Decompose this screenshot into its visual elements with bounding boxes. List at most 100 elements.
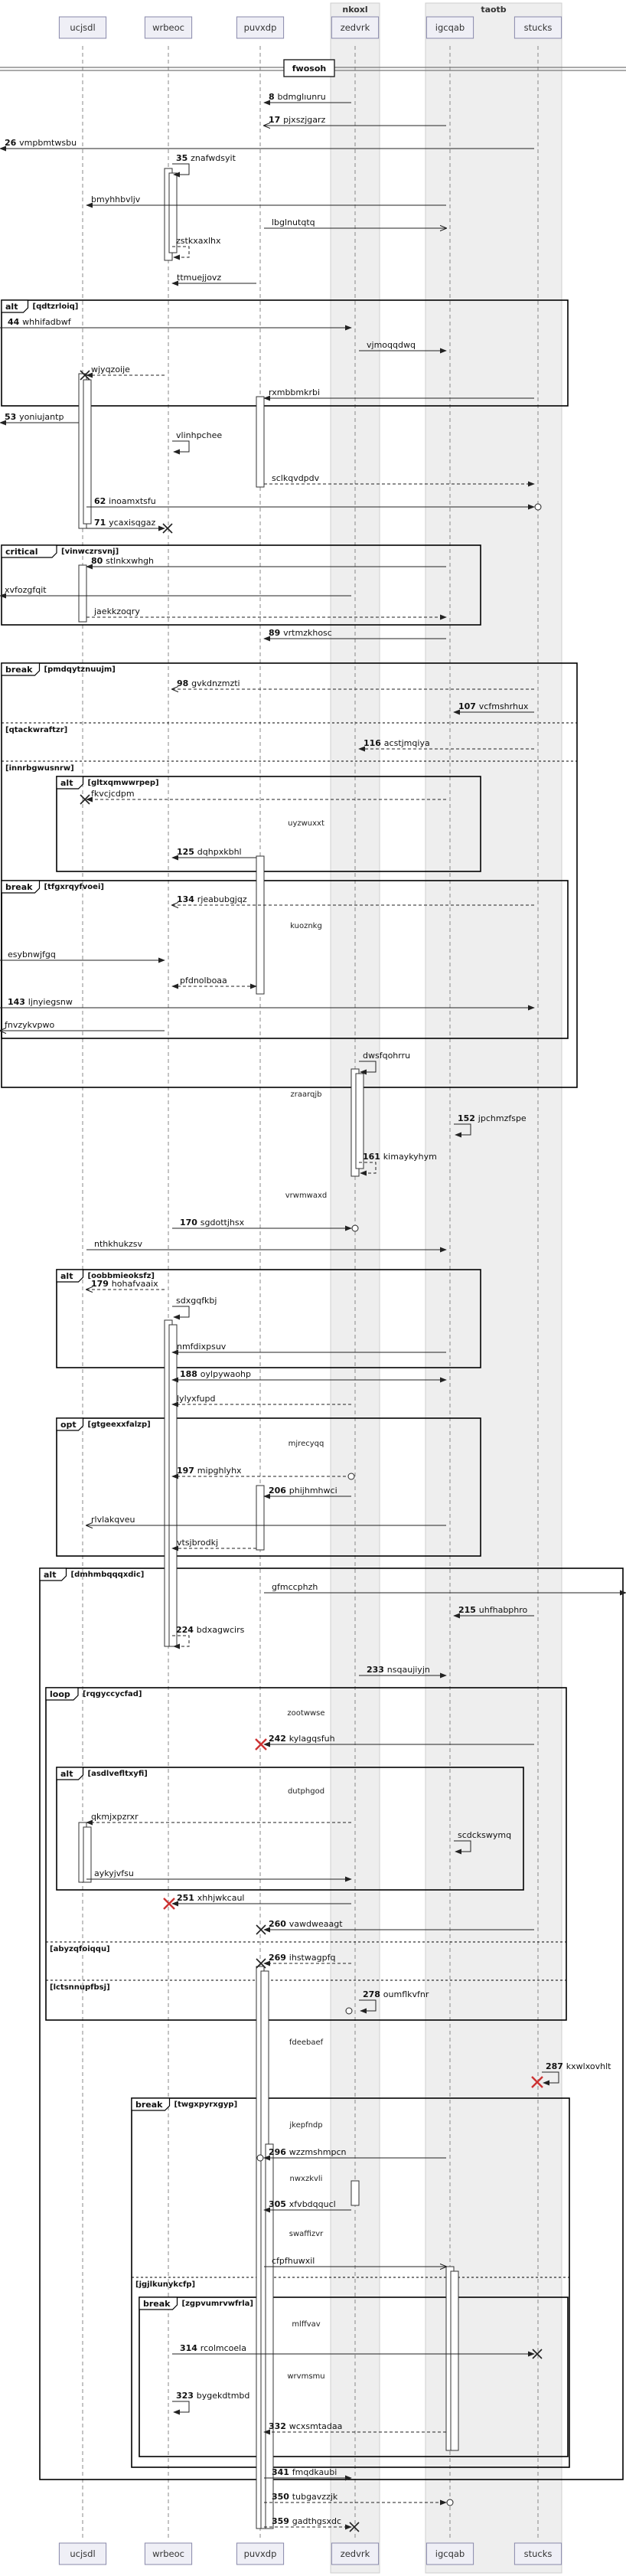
sequence-number: 188 xyxy=(180,1369,201,1379)
participant-label: ucjsdl xyxy=(70,2548,95,2559)
sequence-number: 35 xyxy=(176,153,191,163)
fragment-type: break xyxy=(5,882,33,892)
activation-puvxdp xyxy=(256,855,265,995)
message-label: 206 phijhmhwci xyxy=(269,1486,337,1496)
participant-label: stucks xyxy=(524,2548,553,2559)
sequence-number: 143 xyxy=(8,997,28,1007)
message-label: 53 yoniujantp xyxy=(5,412,64,422)
message-label: 71 ycaxisqgaz xyxy=(94,518,155,528)
message-label: mlffvav xyxy=(292,2320,320,2329)
message-label: 251 xhhjwkcaul xyxy=(177,1893,245,1903)
message-text: vlinhpchee xyxy=(176,430,222,440)
message-label: kuoznkg xyxy=(290,922,322,930)
message-label: 134 rjeabubgjqz xyxy=(177,894,247,904)
message-label: rxmbbmkrbi xyxy=(269,387,320,397)
sequence-number: 224 xyxy=(176,1625,197,1635)
message-label: nwxzkvli xyxy=(290,2175,323,2183)
message-text: pjxszjgarz xyxy=(283,115,325,125)
sequence-number: 341 xyxy=(272,2467,292,2477)
fragment-else-condition: [lctsnnupfbsj] xyxy=(50,1983,110,1992)
message-text: fnvzykvpwo xyxy=(5,1020,54,1030)
message-label: 224 bdxagwcirs xyxy=(176,1625,245,1635)
fragment-break xyxy=(1,880,569,1039)
sequence-number: 89 xyxy=(269,628,283,638)
message-text: jpchmzfspe xyxy=(478,1113,527,1123)
message-label: 125 dqhpxkbhl xyxy=(177,847,242,857)
sequence-number: 350 xyxy=(272,2492,292,2502)
message-label: jaekkzoqry xyxy=(93,606,140,616)
message-text: ljnyiegsnw xyxy=(28,997,73,1007)
sequence-number: 152 xyxy=(458,1113,478,1123)
participant-igcqab-bottom xyxy=(425,2542,474,2565)
sequence-number: 161 xyxy=(363,1152,383,1162)
message-text: whhifadbwf xyxy=(22,317,72,327)
sequence-number: 233 xyxy=(367,1665,387,1675)
sequence-number: 134 xyxy=(177,894,197,904)
message-text: lylyxfupd xyxy=(177,1394,215,1404)
message-label: gfmccphzh xyxy=(272,1582,318,1592)
endpoint-circle-icon xyxy=(351,1224,359,1232)
activation-zedvrk xyxy=(350,2180,360,2206)
message-text: nthkhukzsv xyxy=(94,1239,142,1249)
destroy-x-icon xyxy=(162,523,173,534)
sequence-number: 305 xyxy=(269,2199,289,2209)
fragment-type: break xyxy=(143,2299,171,2309)
message-label: 170 sgdottjhsx xyxy=(180,1218,245,1228)
participant-box xyxy=(425,2,562,2574)
participant-igcqab-top xyxy=(425,16,474,39)
sequence-number: 53 xyxy=(5,412,19,422)
destroy-x-icon xyxy=(349,2522,360,2532)
message-text: sdxgqfkbj xyxy=(176,1296,217,1306)
message-label: pfdnolboaa xyxy=(180,976,227,986)
message-label: sclkqvdpdv xyxy=(272,473,320,483)
message-text: xhhjwkcaul xyxy=(197,1893,245,1903)
message-text: fmqdkaubi xyxy=(292,2467,337,2477)
message-label: 116 acstjmqiya xyxy=(364,738,430,748)
participant-box-label: taotb xyxy=(481,5,506,15)
message-label: fkvcjcdpm xyxy=(91,789,135,799)
endpoint-circle-icon xyxy=(345,2007,353,2015)
fragment-type: alt xyxy=(60,1271,73,1281)
message-label: 98 gvkdnzmzti xyxy=(177,678,240,688)
sequence-number: 170 xyxy=(180,1218,201,1228)
message-label: 332 wcxsmtadaa xyxy=(269,2421,342,2431)
fragment-tab xyxy=(56,1269,84,1283)
sequence-number: 17 xyxy=(269,115,283,125)
message-text: wzzmshmpcn xyxy=(289,2147,347,2157)
sequence-number: 116 xyxy=(364,738,384,748)
message-text: sgdottjhsx xyxy=(201,1218,245,1228)
message-text: wcxsmtadaa xyxy=(289,2421,343,2431)
message-self-arrow xyxy=(359,1999,377,2014)
message-text: xfvbdqqucl xyxy=(289,2199,336,2209)
message-label: 8 bdmglıunru xyxy=(269,92,326,102)
message-self-arrow xyxy=(172,1635,190,1649)
fragment-condition: [zgpvumrvwfrla] xyxy=(182,2300,253,2308)
message-label: wjyqzoije xyxy=(91,364,130,374)
fragment-tab xyxy=(56,776,84,789)
message-label: vrwmwaxd xyxy=(285,1192,328,1200)
fragment-tab xyxy=(56,1417,84,1431)
fragment-condition: [rqgyccycfad] xyxy=(83,1690,142,1698)
fragment-condition: [dmhmbqqqxdic] xyxy=(71,1571,145,1579)
message-label: 305 xfvbdqqucl xyxy=(269,2199,336,2209)
message-text: aykyjvfsu xyxy=(94,1868,134,1878)
message-text: tubgavzzjk xyxy=(292,2492,338,2502)
participant-zedvrk-bottom xyxy=(331,2542,380,2565)
fragment-alt xyxy=(39,1568,624,2480)
message-label: qkmjxpzrxr xyxy=(91,1812,139,1822)
message-text: vrtmzkhosc xyxy=(283,628,332,638)
fragment-type: break xyxy=(135,2100,163,2110)
message-text: xvfozgfqit xyxy=(5,585,47,595)
message-label: mjrecyqq xyxy=(289,1440,324,1448)
message-text: rcolmcoela xyxy=(201,2343,246,2353)
message-text: ttmuejjovz xyxy=(177,273,221,283)
endpoint-circle-icon xyxy=(534,503,542,511)
participant-label: igcqab xyxy=(435,2548,465,2559)
divider-box xyxy=(283,59,335,77)
message-label: 17 pjxszjgarz xyxy=(269,115,325,125)
fragment-tab xyxy=(1,880,41,894)
message-label: 242 kylagqsfuh xyxy=(269,1734,335,1744)
fragment-alt xyxy=(56,1269,481,1368)
message-text: zstkxaxlhx xyxy=(176,236,221,246)
fragment-else-condition: [innrbgwusnrw] xyxy=(5,764,74,773)
